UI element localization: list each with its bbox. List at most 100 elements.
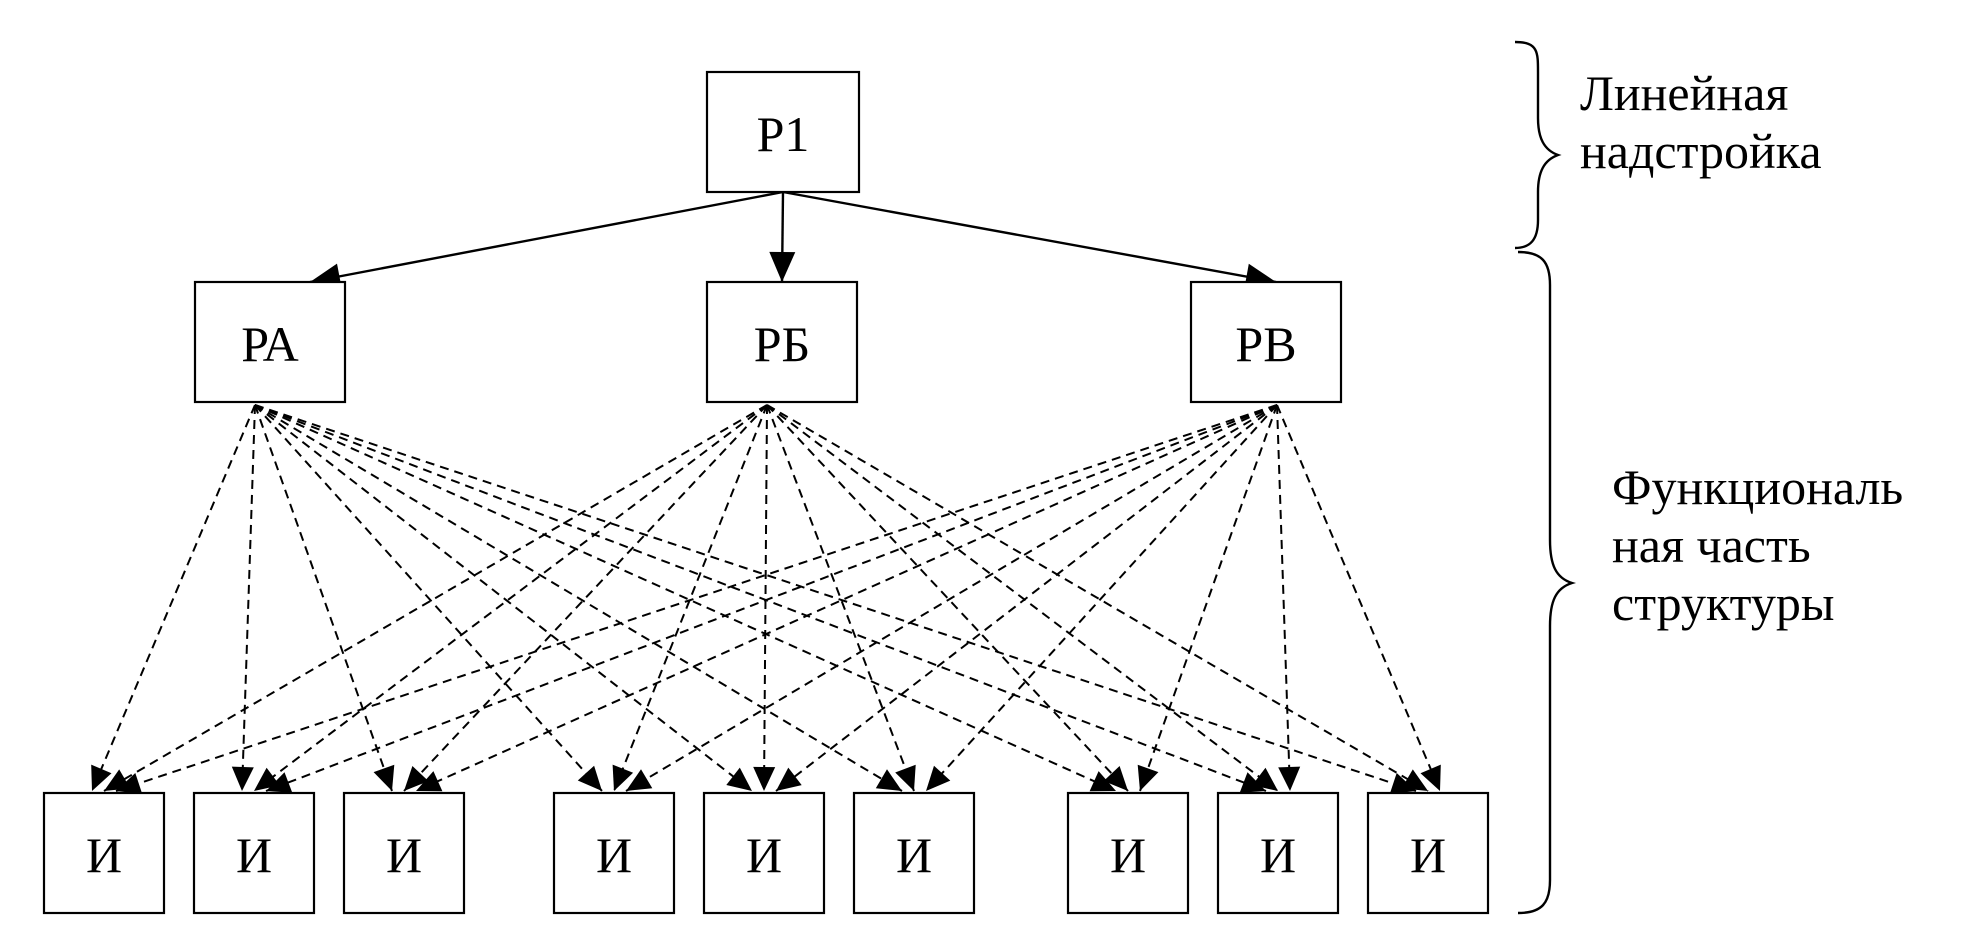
- node-I2: И: [192, 791, 316, 915]
- edge-PA-I2: [241, 404, 256, 792]
- node-I4: И: [552, 791, 676, 915]
- edge-PA-I6: [254, 404, 903, 792]
- edge-PA-I3: [254, 404, 393, 792]
- node-box-I3: [342, 791, 466, 915]
- node-label-I6: И: [896, 827, 932, 883]
- braces-layer: [1514, 40, 1577, 915]
- edge-PV-I5: [775, 404, 1278, 792]
- edge-PV-I1: [115, 404, 1278, 792]
- arrowhead-PV-I9: [1420, 764, 1441, 791]
- edge-P1-PA: [309, 190, 784, 284]
- edge-PA-I9: [254, 404, 1417, 792]
- edge-PV-I3: [415, 404, 1278, 792]
- edge-PB-I7: [766, 404, 1129, 792]
- arrowhead-PB-I8: [1252, 767, 1278, 791]
- arrowhead-PA-I8: [1239, 772, 1266, 793]
- edge-PB-I4: [613, 404, 768, 792]
- arrowhead-PB-I5: [753, 766, 776, 791]
- label-functional-line2: ная часть: [1612, 517, 1811, 573]
- arrowhead-PB-I4: [612, 764, 634, 791]
- node-box-PV: [1189, 280, 1343, 404]
- node-box-I4: [552, 791, 676, 915]
- label-functional-line3: структуры: [1612, 575, 1835, 631]
- label-functional-part: Функциональ ная часть структуры: [1612, 458, 1903, 632]
- node-box-I1: [42, 791, 166, 915]
- arrowhead-PA-I1: [91, 764, 112, 791]
- node-box-P1: [705, 70, 861, 194]
- arrowhead-PB-I9: [1401, 769, 1428, 791]
- arrowhead-PV-I8: [1278, 766, 1301, 791]
- node-label-I9: И: [1410, 827, 1446, 883]
- node-label-PV: РВ: [1235, 316, 1296, 372]
- edge-PB-I3: [403, 404, 768, 792]
- arrowhead-PV-I5: [776, 767, 802, 791]
- node-label-I4: И: [596, 827, 632, 883]
- arrowhead-PB-I7: [1103, 766, 1128, 791]
- node-I5: И: [702, 791, 826, 915]
- node-label-I8: И: [1260, 827, 1296, 883]
- edge-PA-I1: [91, 404, 256, 792]
- arrowhead-PA-I3: [373, 764, 395, 791]
- node-PA: РА: [193, 280, 347, 404]
- node-label-I5: И: [746, 827, 782, 883]
- node-I8: И: [1216, 791, 1340, 915]
- node-label-I3: И: [386, 827, 422, 883]
- arrowhead-PV-I6: [926, 765, 951, 791]
- node-box-I5: [702, 791, 826, 915]
- arrowhead-PA-I2: [231, 766, 254, 791]
- node-label-I2: И: [236, 827, 272, 883]
- node-label-P1: Р1: [757, 106, 810, 162]
- arrowhead-P1-PB: [769, 251, 796, 282]
- node-PB: РБ: [705, 280, 859, 404]
- edge-PV-I9: [1276, 404, 1441, 792]
- edge-PV-I7: [1139, 404, 1278, 792]
- brace-functional: [1517, 250, 1577, 915]
- node-box-I8: [1216, 791, 1340, 915]
- edge-P1-PV: [782, 190, 1277, 284]
- arrowhead-PV-I1: [116, 773, 143, 794]
- node-box-I2: [192, 791, 316, 915]
- node-I6: И: [852, 791, 976, 915]
- edge-PB-I6: [766, 404, 915, 792]
- node-I9: И: [1366, 791, 1490, 915]
- node-box-PB: [705, 280, 859, 404]
- node-I3: И: [342, 791, 466, 915]
- edge-PA-I7: [254, 404, 1117, 792]
- node-box-I6: [852, 791, 976, 915]
- arrowhead-PB-I3: [404, 766, 429, 791]
- edge-PV-I6: [925, 404, 1278, 792]
- arrowhead-PA-I5: [726, 767, 752, 791]
- edges-layer: [91, 190, 1441, 794]
- arrowhead-PV-I2: [266, 772, 293, 793]
- node-I1: И: [42, 791, 166, 915]
- label-functional-line1: Функциональ: [1612, 459, 1904, 515]
- node-label-PB: РБ: [754, 316, 811, 372]
- edge-PB-I5: [763, 404, 768, 792]
- node-box-I9: [1366, 791, 1490, 915]
- node-box-PA: [193, 280, 347, 404]
- edge-PA-I4: [254, 404, 603, 792]
- node-label-PA: РА: [241, 316, 299, 372]
- label-linear-line2: надстройка: [1580, 123, 1822, 179]
- node-P1: Р1: [705, 70, 861, 194]
- node-box-I7: [1066, 791, 1190, 915]
- edge-PV-I2: [265, 404, 1278, 792]
- arrowhead-PV-I4: [626, 769, 653, 791]
- edge-PB-I2: [253, 404, 768, 792]
- node-PV: РВ: [1189, 280, 1343, 404]
- node-I7: И: [1066, 791, 1190, 915]
- edge-PB-I1: [103, 404, 768, 792]
- arrowhead-PV-I7: [1137, 764, 1159, 791]
- brace-linear: [1514, 40, 1562, 250]
- label-linear-superstructure: Линейная надстройка: [1580, 64, 1822, 180]
- node-label-I7: И: [1110, 827, 1146, 883]
- edge-PA-I8: [254, 404, 1267, 792]
- arrowhead-PB-I6: [895, 764, 916, 791]
- edge-PB-I9: [766, 404, 1429, 792]
- label-linear-line1: Линейная: [1580, 65, 1789, 121]
- arrowhead-PA-I7: [1089, 771, 1116, 792]
- arrowhead-PV-I3: [416, 771, 443, 792]
- node-label-I1: И: [86, 827, 122, 883]
- arrowhead-PA-I6: [875, 769, 902, 791]
